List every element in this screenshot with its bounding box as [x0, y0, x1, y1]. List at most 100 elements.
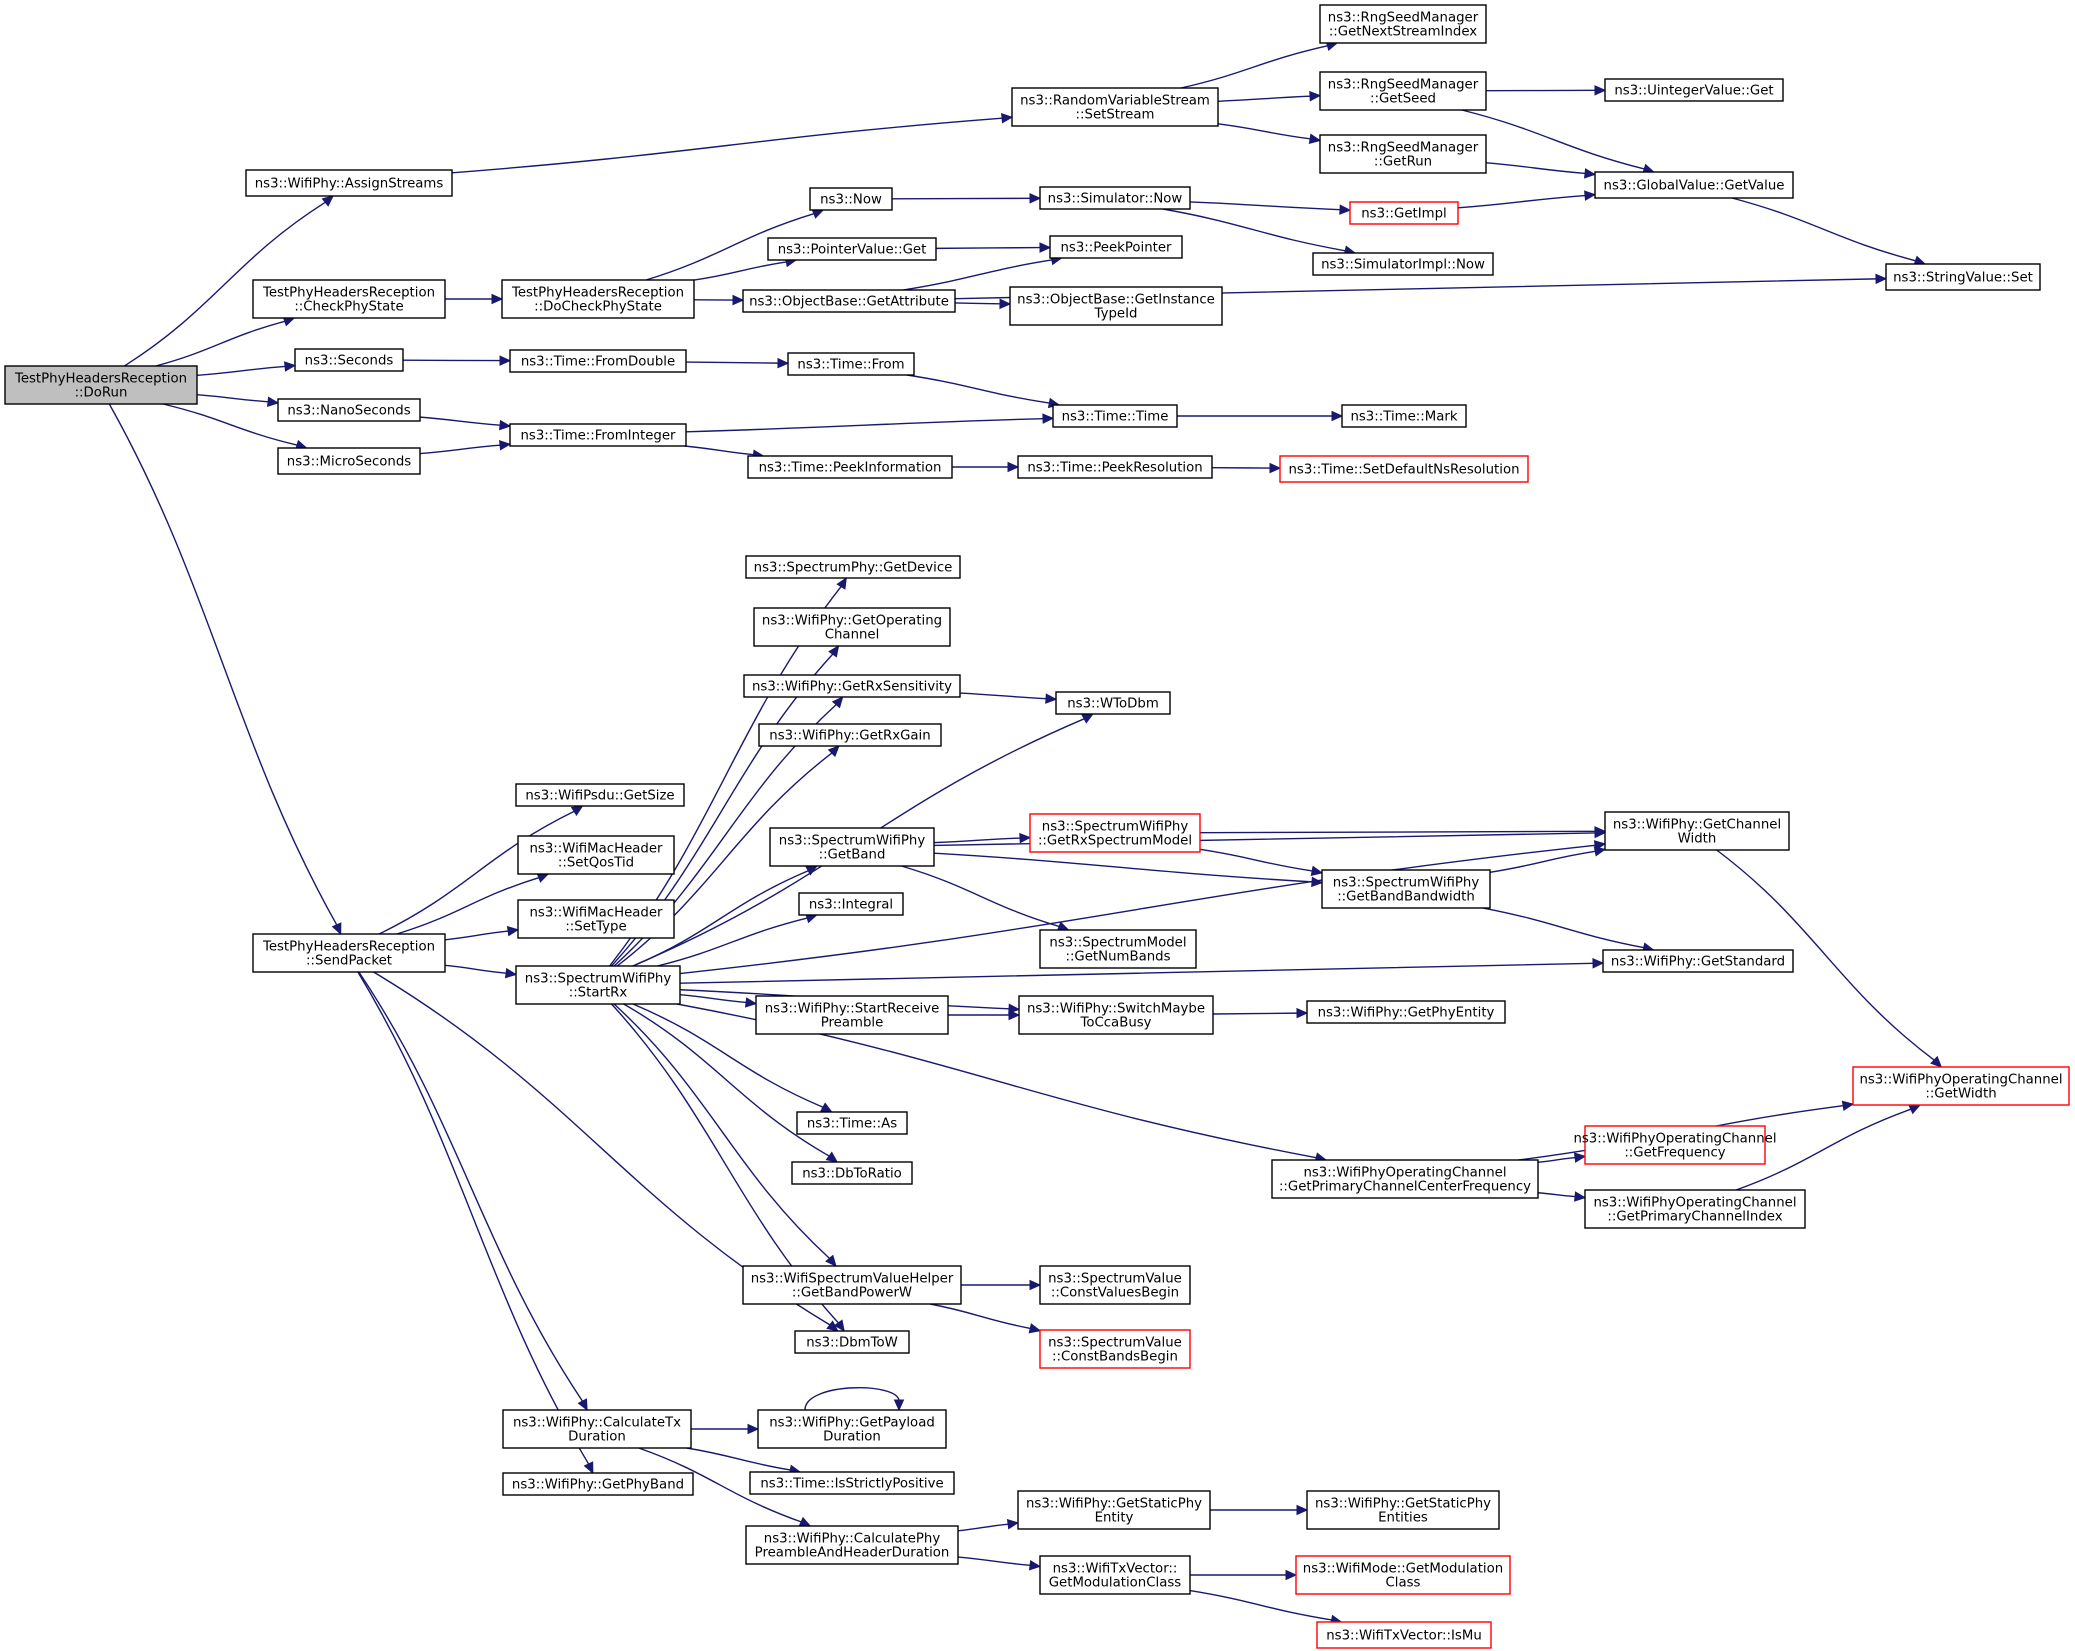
edge-line: [1482, 907, 1644, 949]
node-globalgetvalue[interactable]: ns3::GlobalValue::GetValue: [1594, 171, 1794, 199]
node-getbandpower[interactable]: ns3::WifiSpectrumValueHelper::GetBandPow…: [742, 1265, 962, 1305]
node-pointerget[interactable]: ns3::PointerValue::Get: [767, 237, 937, 261]
node-uintget[interactable]: ns3::UintegerValue::Get: [1604, 78, 1784, 102]
edge-getattribute-to-getinstancetypeid: [954, 298, 1012, 310]
node-frominteger[interactable]: ns3::Time::FromInteger: [509, 423, 687, 447]
node-calcpreamble[interactable]: ns3::WifiPhy::CalculatePhyPreambleAndHea…: [745, 1525, 959, 1565]
node-isstrictpos[interactable]: ns3::Time::IsStrictlyPositive: [749, 1471, 955, 1495]
node-box: [1602, 949, 1794, 973]
node-rvsetstream[interactable]: ns3::RandomVariableStream::SetStream: [1011, 87, 1219, 127]
node-setqostid[interactable]: ns3::WifiMacHeader::SetQosTid: [517, 835, 675, 875]
node-getprimcenter[interactable]: ns3::WifiPhyOperatingChannel::GetPrimary…: [1271, 1159, 1539, 1199]
node-opgetfreq[interactable]: ns3::WifiPhyOperatingChannel::GetFrequen…: [1573, 1125, 1777, 1165]
node-timefrom[interactable]: ns3::Time::From: [787, 352, 915, 376]
node-box: [1295, 1555, 1511, 1595]
node-opgetprimidx[interactable]: ns3::WifiPhyOperatingChannel::GetPrimary…: [1584, 1189, 1806, 1229]
node-getbandbw[interactable]: ns3::SpectrumWifiPhy::GetBandBandwidth: [1321, 869, 1491, 909]
node-integral[interactable]: ns3::Integral: [798, 892, 904, 916]
node-checkphystate[interactable]: TestPhyHeadersReception::CheckPhyState: [252, 279, 446, 319]
node-getsize[interactable]: ns3::WifiPsdu::GetSize: [515, 783, 685, 807]
node-nanoseconds[interactable]: ns3::NanoSeconds: [277, 398, 421, 422]
node-setdefaultns[interactable]: ns3::Time::SetDefaultNsResolution: [1279, 455, 1529, 483]
node-settype[interactable]: ns3::WifiMacHeader::SetType: [517, 899, 675, 939]
node-getphyentity[interactable]: ns3::WifiPhy::GetPhyEntity: [1306, 1000, 1506, 1024]
node-getrxgain[interactable]: ns3::WifiPhy::GetRxGain: [758, 723, 942, 747]
node-seconds[interactable]: ns3::Seconds: [294, 348, 404, 372]
node-label: TestPhyHeadersReception: [511, 286, 684, 301]
node-getrxspectrum[interactable]: ns3::SpectrumWifiPhy::GetRxSpectrumModel: [1029, 813, 1201, 853]
node-label: ns3::Seconds: [305, 354, 394, 369]
node-getnextstream[interactable]: ns3::RngSeedManager::GetNextStreamIndex: [1319, 4, 1487, 44]
node-label: ns3::WifiPhyOperatingChannel: [1573, 1132, 1776, 1147]
node-simnow[interactable]: ns3::Simulator::Now: [1039, 186, 1191, 210]
node-getseed[interactable]: ns3::RngSeedManager::GetSeed: [1319, 71, 1487, 111]
node-label: ns3::WifiPhyOperatingChannel: [1593, 1196, 1796, 1211]
node-box: [277, 447, 421, 475]
node-dbmtow[interactable]: ns3::DbmToW: [794, 1330, 910, 1354]
node-wtodbm[interactable]: ns3::WToDbm: [1055, 691, 1171, 715]
edge-getpayloaddur-to-getpayloaddur: [804, 1387, 905, 1412]
node-opgetwidth[interactable]: ns3::WifiPhyOperatingChannel::GetWidth: [1852, 1066, 2070, 1106]
node-box: [745, 555, 961, 579]
node-getband[interactable]: ns3::SpectrumWifiPhy::GetBand: [769, 827, 935, 867]
edge-arrowhead: [1269, 462, 1282, 474]
node-getattribute[interactable]: ns3::ObjectBase::GetAttribute: [742, 289, 956, 313]
node-now[interactable]: ns3::Now: [809, 187, 893, 211]
node-constbandsbegin[interactable]: ns3::SpectrumValue::ConstBandsBegin: [1039, 1329, 1191, 1369]
node-getimpl[interactable]: ns3::GetImpl: [1349, 201, 1459, 225]
node-label: ns3::WifiPhy::GetStandard: [1611, 955, 1785, 970]
node-label: ns3::WifiPhy::CalculateTx: [513, 1416, 681, 1431]
edge-arrowhead: [1841, 1100, 1855, 1111]
node-microseconds[interactable]: ns3::MicroSeconds: [277, 447, 421, 475]
node-modegetmod[interactable]: ns3::WifiMode::GetModulationClass: [1295, 1555, 1511, 1595]
node-timetime[interactable]: ns3::Time::Time: [1052, 404, 1178, 428]
edge-line: [358, 971, 584, 1402]
node-getdevice[interactable]: ns3::SpectrumPhy::GetDevice: [745, 555, 961, 579]
node-getstandard[interactable]: ns3::WifiPhy::GetStandard: [1602, 949, 1794, 973]
node-sendpacket[interactable]: TestPhyHeadersReception::SendPacket: [252, 933, 446, 973]
node-simimplnow[interactable]: ns3::SimulatorImpl::Now: [1312, 252, 1494, 276]
node-box: [502, 1409, 692, 1449]
node-box: [742, 1265, 962, 1305]
node-box: [1279, 455, 1529, 483]
node-ismu[interactable]: ns3::WifiTxVector::IsMu: [1316, 1621, 1492, 1649]
node-getmodclass[interactable]: ns3::WifiTxVector::GetModulationClass: [1039, 1555, 1191, 1595]
edge-peekres-to-setdefaultns: [1211, 462, 1282, 474]
node-fromdouble[interactable]: ns3::Time::FromDouble: [509, 349, 687, 373]
edge-arrowhead: [499, 440, 512, 451]
edge-line: [378, 810, 575, 935]
node-getrun[interactable]: ns3::RngSeedManager::GetRun: [1319, 134, 1487, 174]
node-box: [1306, 1000, 1506, 1024]
node-peekpointer[interactable]: ns3::PeekPointer: [1049, 235, 1183, 259]
edge-arrowhead: [1310, 865, 1324, 877]
edge-fromdouble-to-timefrom: [685, 357, 790, 369]
node-label: Preamble: [821, 1016, 884, 1031]
node-timeas[interactable]: ns3::Time::As: [796, 1111, 908, 1135]
edge-line: [1189, 201, 1341, 211]
node-assignstreams[interactable]: ns3::WifiPhy::AssignStreams: [245, 169, 453, 197]
node-dorun[interactable]: TestPhyHeadersReception::DoRun: [4, 365, 198, 405]
node-docheckphystate[interactable]: TestPhyHeadersReception::DoCheckPhyState: [501, 279, 695, 319]
node-constvalbegin[interactable]: ns3::SpectrumValue::ConstValuesBegin: [1039, 1265, 1191, 1305]
node-getnumbands[interactable]: ns3::SpectrumModel::GetNumBands: [1039, 929, 1197, 969]
node-getrxsens[interactable]: ns3::WifiPhy::GetRxSensitivity: [743, 674, 961, 698]
node-dbtoratio[interactable]: ns3::DbToRatio: [791, 1161, 913, 1185]
edge-arrowhead: [1309, 90, 1322, 102]
node-startrx[interactable]: ns3::SpectrumWifiPhy::StartRx: [515, 965, 681, 1005]
node-stringset[interactable]: ns3::StringValue::Set: [1885, 263, 2041, 291]
node-peekinfo[interactable]: ns3::Time::PeekInformation: [747, 455, 953, 479]
node-timemark[interactable]: ns3::Time::Mark: [1341, 404, 1467, 428]
node-box: [745, 1525, 959, 1565]
node-label: Channel: [825, 628, 880, 643]
node-getphyband[interactable]: ns3::WifiPhy::GetPhyBand: [502, 1472, 694, 1496]
node-peekres[interactable]: ns3::Time::PeekResolution: [1017, 455, 1213, 479]
